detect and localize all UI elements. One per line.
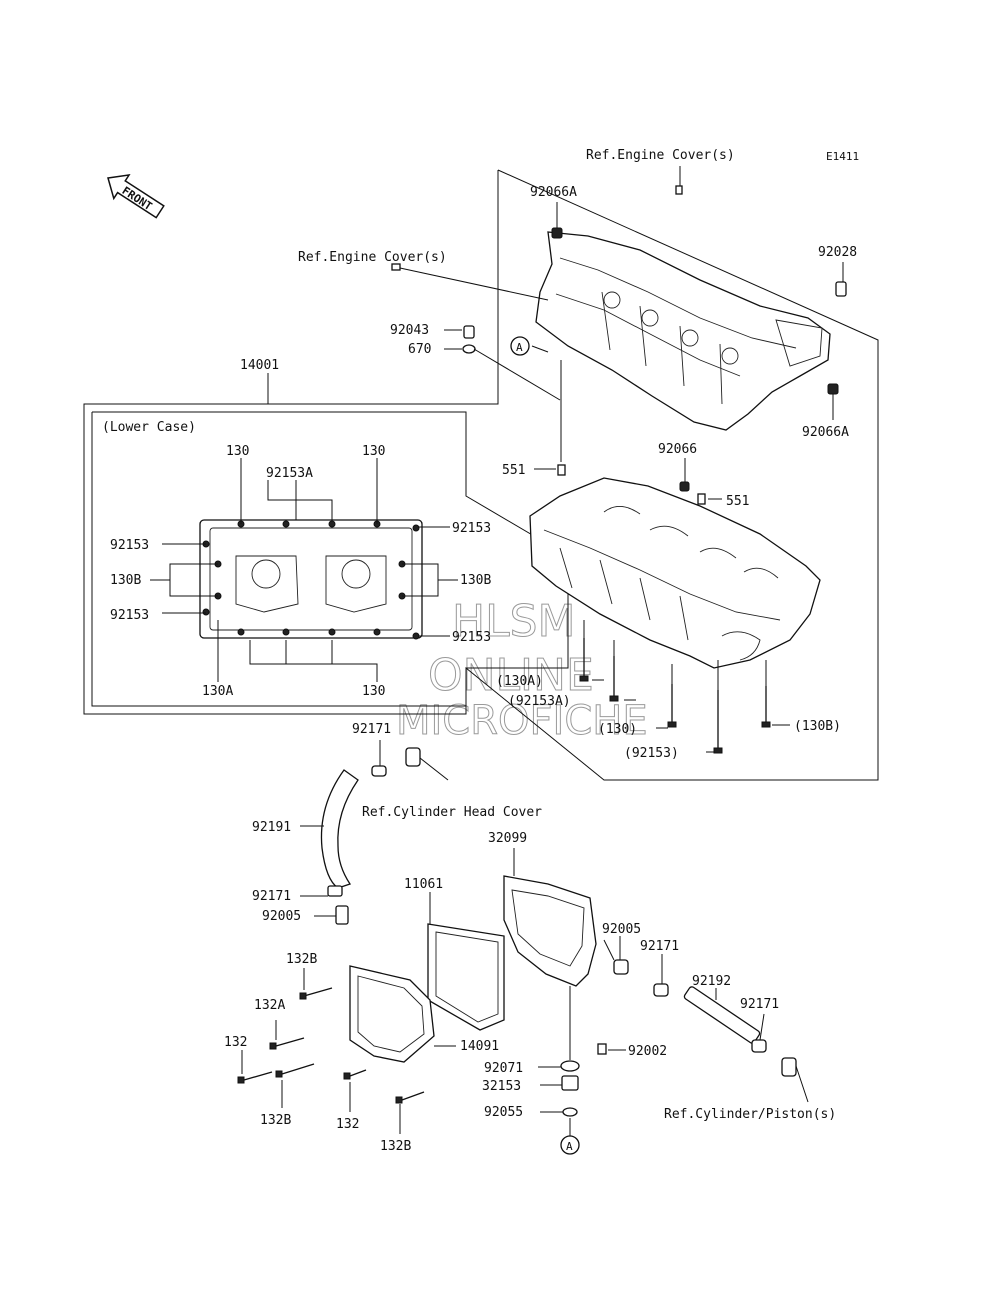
inset-callout-92153-left-1: 92153: [110, 538, 149, 553]
callout-14091: 14091: [460, 1039, 499, 1054]
watermark-line-1: HLSM: [452, 596, 576, 647]
callout-bolt-92153a: (92153A): [508, 694, 571, 709]
callout-bolt-130b: (130B): [794, 719, 841, 734]
lower-case-label: (Lower Case): [102, 420, 196, 435]
watermark: HLSM ONLINE MICROFICHE: [396, 596, 649, 745]
callout-92071: 92071: [484, 1061, 523, 1076]
callout-92191: 92191: [252, 820, 291, 835]
lower-case-inset: (Lower Case): [91, 411, 569, 707]
upper-leader-lines: [399, 166, 844, 500]
callout-551-left: 551: [502, 463, 525, 478]
watermark-line-3: MICROFICHE: [396, 698, 648, 744]
ref-cylinder-head-cover: Ref.Cylinder Head Cover: [362, 805, 542, 820]
callout-670: 670: [408, 342, 431, 357]
callout-551-right: 551: [726, 494, 749, 509]
callout-132-bottom: 132: [336, 1117, 359, 1132]
callout-132b-bottom: 132B: [380, 1139, 411, 1154]
callout-bolt-130: (130): [598, 722, 637, 737]
inset-callout-130-bottom: 130: [362, 684, 385, 699]
callout-92066a-top: 92066A: [530, 185, 577, 200]
inset-callout-92153-bottom-right: 92153: [452, 630, 491, 645]
inset-callout-130a: 130A: [202, 684, 233, 699]
callout-11061: 11061: [404, 877, 443, 892]
inset-callout-92153-top-right: 92153: [452, 521, 491, 536]
inset-leader-lines: [150, 458, 458, 682]
callout-132b-top: 132B: [286, 952, 317, 967]
oil-pan-group: [349, 848, 597, 1063]
callout-32153: 32153: [482, 1079, 521, 1094]
callout-14001: 14001: [240, 358, 279, 373]
front-arrow-icon: FRONT: [107, 173, 165, 219]
breather-hose-group: [300, 740, 449, 925]
ref-cylinder-piston: Ref.Cylinder/Piston(s): [664, 1107, 836, 1122]
inset-callout-130-right: 130: [362, 444, 385, 459]
callout-92171-far: 92171: [740, 997, 779, 1012]
crankcase-bolts: [579, 620, 790, 754]
callout-132-left: 132: [224, 1035, 247, 1050]
upper-crankcase: [535, 231, 831, 431]
marker-a-upper-label: A: [516, 341, 523, 354]
inset-callout-130b-right: 130B: [460, 573, 491, 588]
watermark-line-2: ONLINE: [428, 650, 594, 701]
callout-92055: 92055: [484, 1105, 523, 1120]
callout-92171-top: 92171: [352, 722, 391, 737]
callout-92066a-right: 92066A: [802, 425, 849, 440]
inset-callout-130b-left: 130B: [110, 573, 141, 588]
inset-callout-92153-left-2: 92153: [110, 608, 149, 623]
inset-callout-92153a: 92153A: [266, 466, 313, 481]
cover-bolts: [237, 968, 425, 1134]
callout-92192: 92192: [692, 974, 731, 989]
inset-callout-130-left: 130: [226, 444, 249, 459]
diagram-code: E1411: [826, 150, 859, 163]
callout-92005-left: 92005: [262, 909, 301, 924]
drain-and-pipe-group: [538, 936, 809, 1136]
callout-132a: 132A: [254, 998, 285, 1013]
reference-marker-a-upper: A: [510, 336, 530, 356]
ref-engine-cover-left: Ref.Engine Cover(s): [298, 250, 447, 265]
lower-case-bottom-view: [199, 519, 423, 640]
callout-92066: 92066: [658, 442, 697, 457]
callout-32099: 32099: [488, 831, 527, 846]
callout-92002: 92002: [628, 1044, 667, 1059]
callout-92028: 92028: [818, 245, 857, 260]
callout-92171-right: 92171: [640, 939, 679, 954]
reference-marker-a-lower: A: [560, 1135, 580, 1155]
callout-132b-mid: 132B: [260, 1113, 291, 1128]
lower-crankcase: [529, 477, 821, 669]
ref-engine-cover-top: Ref.Engine Cover(s): [586, 148, 735, 163]
callout-bolt-92153: (92153): [624, 746, 679, 761]
small-parts-upper: [391, 185, 847, 505]
callout-92171-mid: 92171: [252, 889, 291, 904]
marker-a-lower-label: A: [566, 1140, 573, 1153]
callout-92005-right: 92005: [602, 922, 641, 937]
callout-92043: 92043: [390, 323, 429, 338]
callout-bolt-130a: (130A): [496, 674, 543, 689]
